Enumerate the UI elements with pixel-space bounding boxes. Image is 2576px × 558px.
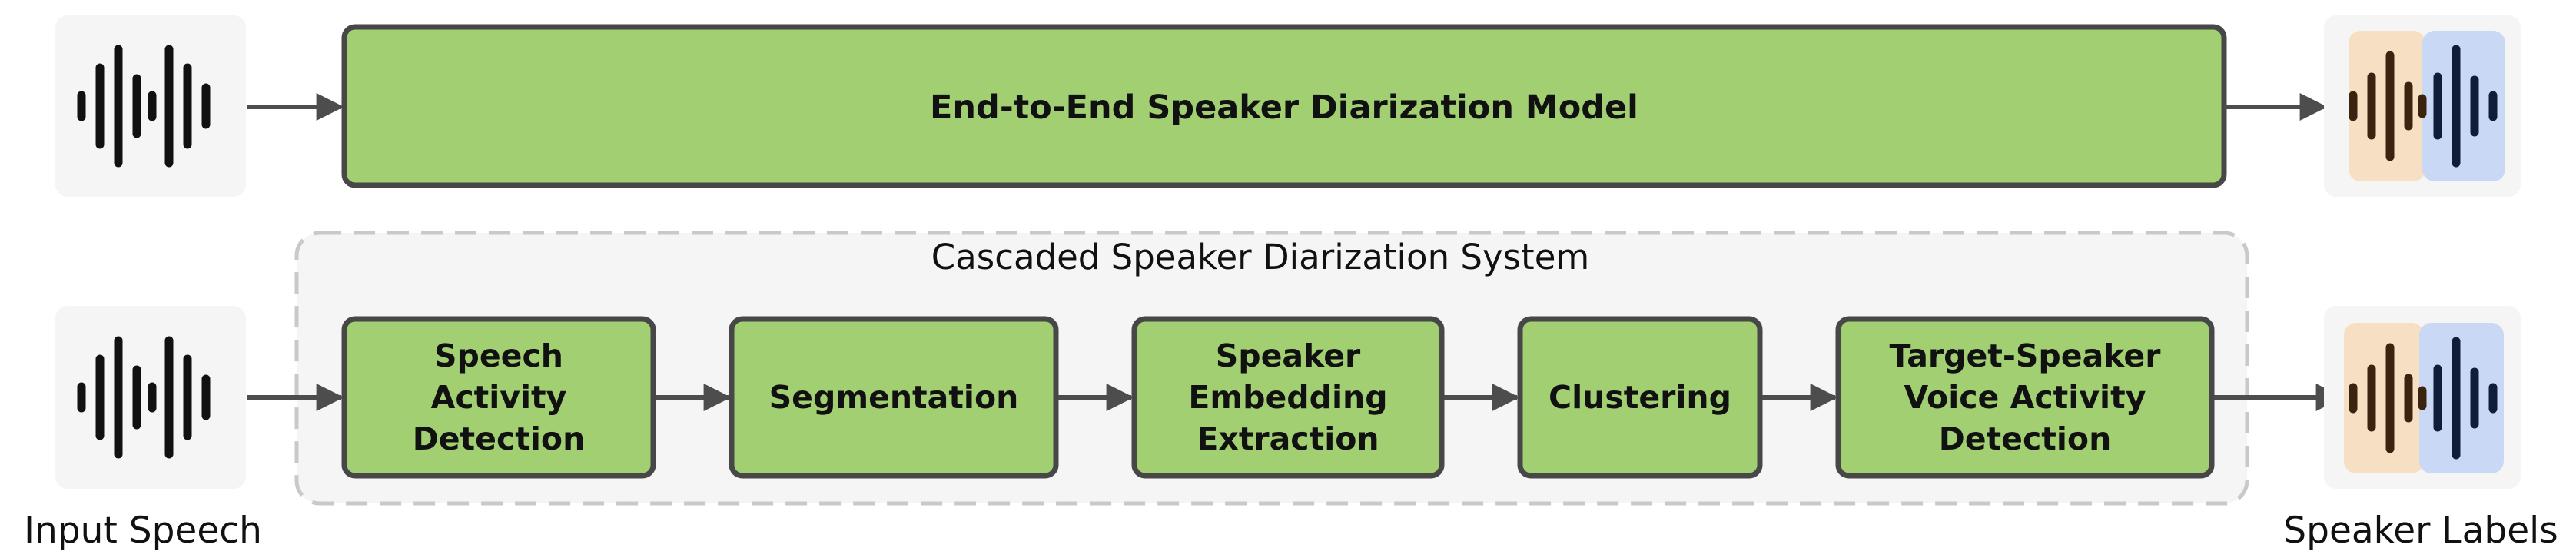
stage-label-line: Activity <box>431 379 567 416</box>
stage-label: Segmentation <box>769 379 1019 416</box>
top-input-waveform <box>55 15 246 197</box>
waveform-icon <box>77 45 211 168</box>
speaker-labels-label: Speaker Labels <box>2283 510 2558 552</box>
stage-label-line: Clustering <box>1549 379 1731 416</box>
stage-label-line: Target-Speaker <box>1890 337 2162 374</box>
top-speaker-labels <box>2324 15 2521 197</box>
stage-label-line: Extraction <box>1197 420 1379 457</box>
speaker-labels-icon <box>2344 323 2504 473</box>
stage-label-line: Embedding <box>1188 379 1387 416</box>
bottom-speaker-labels <box>2324 306 2521 489</box>
stage-label-line: Detection <box>413 420 586 457</box>
bottom-input-waveform <box>55 306 246 489</box>
stage-label-line: Segmentation <box>769 379 1019 416</box>
stage-label-line: Speech <box>434 337 563 374</box>
speaker-labels-icon <box>2349 31 2505 181</box>
stage-label-line: Detection <box>1939 420 2112 457</box>
cascaded-system-title: Cascaded Speaker Diarization System <box>931 237 1589 277</box>
stage-clustering: Clustering <box>1517 316 1763 479</box>
stage-label-line: Speaker <box>1216 337 1361 374</box>
input-speech-label: Input Speech <box>24 510 262 552</box>
stage-label: Clustering <box>1549 379 1731 416</box>
end-to-end-model-label: End-to-End Speaker Diarization Model <box>930 88 1638 127</box>
stage-label-line: Voice Activity <box>1904 379 2146 416</box>
stage-segmentation: Segmentation <box>729 316 1059 479</box>
waveform-icon <box>77 336 211 459</box>
